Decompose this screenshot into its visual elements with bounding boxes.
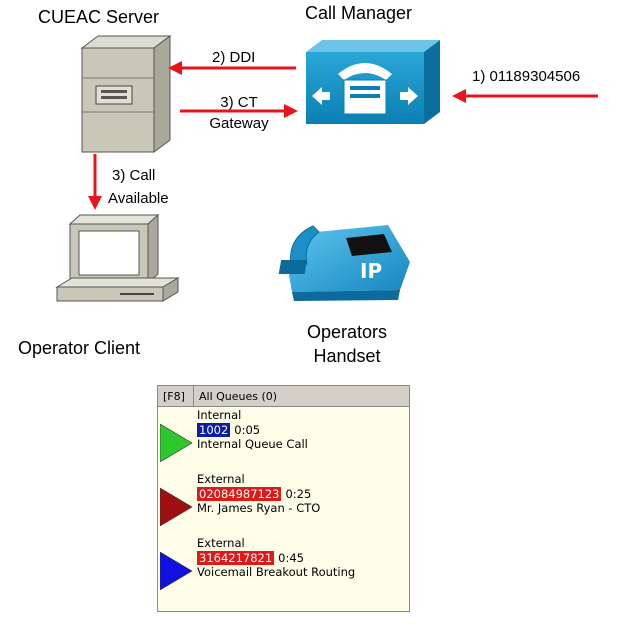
call-type: Internal <box>197 408 242 422</box>
desktop-computer-icon <box>55 213 180 302</box>
ct-label: 3) CT <box>220 94 258 111</box>
call-duration: 0:45 <box>278 550 304 565</box>
operators-label: Operators <box>306 322 388 342</box>
svg-text:IP: IP <box>360 259 382 283</box>
call-type: External <box>197 472 245 486</box>
queue-status-triangle-icon <box>160 552 193 590</box>
queue-hotkey[interactable]: [F8] <box>158 386 194 406</box>
queue-status-triangle-icon <box>160 488 193 526</box>
call-description: Internal Queue Call <box>197 437 308 451</box>
call-number: 3164217821 <box>197 550 275 565</box>
operator-client-label: Operator Client <box>18 338 141 358</box>
call-number: 1002 <box>197 422 231 437</box>
call-duration: 0:05 <box>234 422 261 437</box>
queue-header: [F8] All Queues (0) <box>158 386 409 407</box>
ddi-arrow-label: 2) DDI <box>212 49 256 66</box>
ip-phone-icon: IP <box>278 225 410 301</box>
call-duration: 0:25 <box>285 486 312 501</box>
ct-gateway-arrow-label: 3) CT Gateway <box>196 92 282 134</box>
arrow-incoming-call <box>452 89 598 103</box>
available-label: Available <box>108 190 169 207</box>
call-manager-icon <box>306 40 440 124</box>
diagram-canvas: IP <box>55 35 598 302</box>
arrow-call-available <box>88 154 102 210</box>
call-description: Voicemail Breakout Routing <box>197 565 356 579</box>
call-number: 02084987123 <box>197 486 282 501</box>
operators-handset-label: Operators Handset <box>290 320 404 368</box>
call-manager-label: Call Manager <box>305 3 413 23</box>
arrow-ddi <box>168 61 296 75</box>
call-label: 3) Call <box>112 167 156 184</box>
queue-title[interactable]: All Queues (0) <box>199 389 278 403</box>
gateway-label: Gateway <box>209 115 269 132</box>
incoming-number-label: 1) 01189304506 <box>472 68 581 85</box>
call-available-arrow-label: 3) Call Available <box>108 164 169 210</box>
server-label: CUEAC Server <box>38 7 160 27</box>
arrow-ct-gateway <box>180 104 298 118</box>
server-tower-icon <box>80 35 172 153</box>
call-description: Mr. James Ryan - CTO <box>197 501 321 515</box>
call-type: External <box>197 536 245 550</box>
handset-label: Handset <box>313 346 381 366</box>
queue-status-triangle-icon <box>160 424 193 462</box>
